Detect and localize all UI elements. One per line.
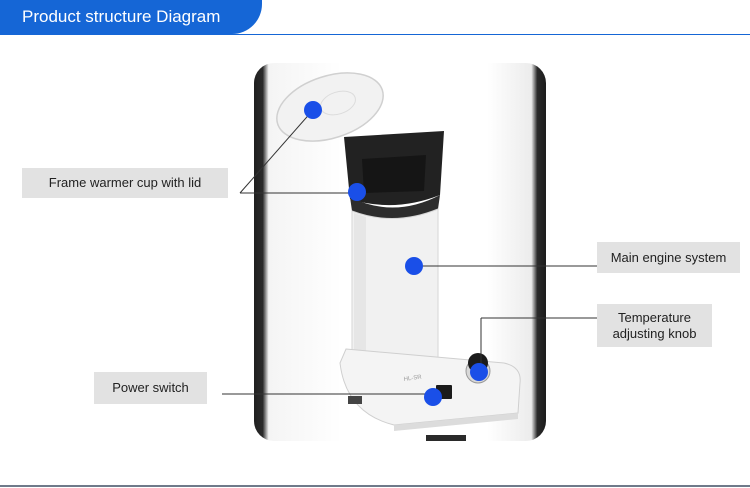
product-photo: HL-SR [254, 63, 546, 441]
marker-cup [348, 183, 366, 201]
svg-text:HL-SR: HL-SR [403, 374, 422, 383]
marker-lid [304, 101, 322, 119]
callout-frame-warmer: Frame warmer cup with lid [22, 168, 228, 198]
footer-divider [0, 485, 750, 487]
callout-power-switch: Power switch [94, 372, 207, 404]
marker-switch [424, 388, 442, 406]
marker-engine [405, 257, 423, 275]
marker-knob [470, 363, 488, 381]
callout-main-engine: Main engine system [597, 242, 740, 273]
callout-temperature-knob: Temperature adjusting knob [597, 304, 712, 347]
header-divider [0, 34, 750, 35]
page-title: Product structure Diagram [0, 0, 262, 34]
leader-line-lid [239, 109, 314, 194]
